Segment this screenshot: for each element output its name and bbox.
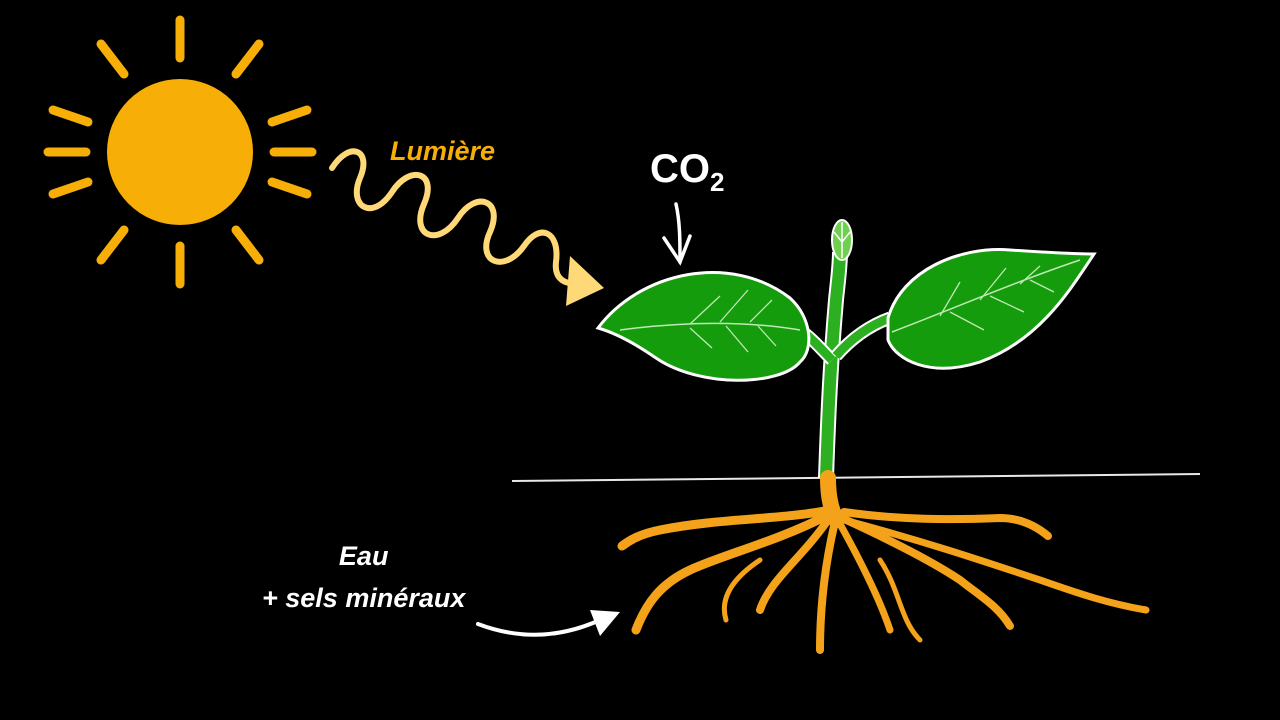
- water-label: Eau + sels minéraux: [262, 535, 465, 619]
- water-label-line1: Eau: [338, 541, 389, 571]
- sun-icon: [43, 15, 317, 289]
- ground-line: [511, 473, 1201, 482]
- co2-main-text: CO: [650, 147, 710, 191]
- light-label: Lumière: [390, 136, 496, 166]
- down-arrow-icon: [662, 202, 692, 266]
- water-label-line2: + sels minéraux: [262, 583, 466, 613]
- plant-illustration: [595, 219, 1150, 654]
- co2-label: CO2: [650, 147, 724, 198]
- co2-subscript: 2: [710, 167, 725, 197]
- curved-arrow-icon: [476, 610, 620, 637]
- wavy-arrow-icon: [329, 148, 604, 306]
